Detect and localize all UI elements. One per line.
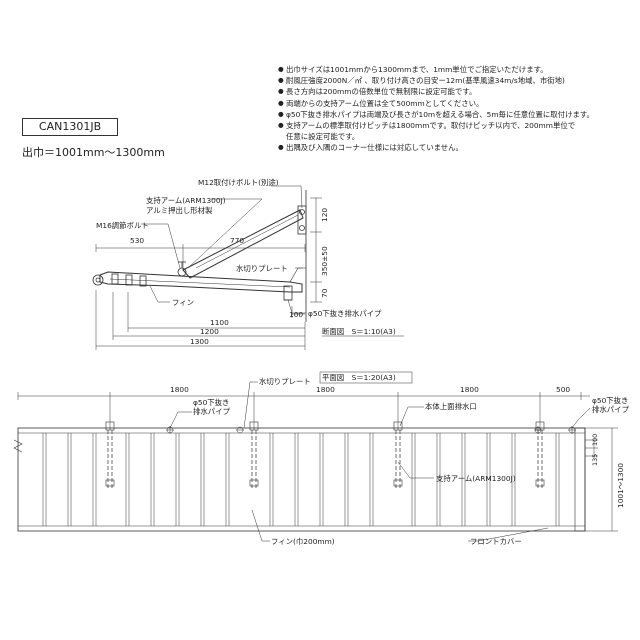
leader-plan-fin [251, 509, 270, 542]
note-item: 耐風圧強度2000N／㎡ 、取り付け高さの目安ー12m(基準風速34m/s地域、… [278, 75, 628, 86]
plan-dim-1800-a: 1800 [170, 385, 189, 394]
label-support-arm: 支持アーム(ARM1300J) [146, 196, 226, 205]
break-mark-left [13, 439, 23, 453]
label-fin: フィン [172, 298, 194, 307]
dim-1200: 1200 [200, 327, 219, 336]
fins [42, 433, 560, 526]
note-item: 出隅及び入隅のコーナー仕様には対応していません。 [278, 142, 628, 153]
leader-m12 [271, 185, 303, 209]
note-item: 両端からの支持アーム位置は全て500mmとしてください。 [278, 98, 628, 109]
section-title: 断面図 S＝1:10(A3) [322, 327, 396, 336]
drain-outlet-icons [166, 426, 576, 434]
note-item: 出巾サイズは1001mmから1300mmまで、1mm単位でご指定いただけます。 [278, 64, 628, 75]
plan-dim-100: 100 [591, 434, 599, 446]
leader-plan-arm [397, 461, 434, 479]
front-cover-end [92, 274, 104, 286]
label-drain-pipe: φ50下抜き排水パイプ [308, 309, 382, 318]
projection-range: 出巾＝1001mm～1300mm [22, 146, 165, 159]
label-m16-bolt: M16調節ボルト [96, 221, 149, 230]
dim-1100: 1100 [210, 318, 229, 327]
plan-label-fin: フィン(巾200mm) [271, 537, 335, 546]
leader-plan-cover [468, 527, 549, 542]
note-item: 支持アームの標準取付けピッチは1800mmです。取付けピッチ以内で、200mm単… [278, 120, 628, 131]
plan-label-body-outlet: 本体上面排水口 [425, 402, 477, 411]
section-view [92, 185, 322, 350]
note-item-continued: 任意に設定可能です。 [286, 132, 360, 142]
note-item: 長さ方向は200mmの倍数単位で無制限に設定可能です。 [278, 86, 628, 97]
plan-label-pipe-right-2: 排水パイプ [592, 405, 630, 414]
leader-m16 [141, 223, 181, 269]
dim-120: 120 [320, 208, 329, 222]
model-number-box: CAN1301JB [22, 118, 118, 136]
m12-bolt-icon [299, 209, 305, 215]
plan-label-support-arm: 支持アーム(ARM1300J) [436, 474, 516, 483]
label-m12-bolt: M12取付けボルト(別途) [198, 178, 279, 187]
dim-1300: 1300 [190, 337, 209, 346]
support-arms-hidden [107, 430, 543, 488]
plan-label-pipe-right-1: φ50下抜き [592, 396, 628, 405]
plan-dim-1800-b: 1800 [316, 385, 335, 394]
plan-label-front-cover: フロントカバー [470, 537, 522, 546]
drip-plate [289, 267, 306, 283]
plan-label-pipe-left-2: 排水パイプ [193, 407, 231, 416]
plan-label-pipe-left-1: φ50下抜き [193, 398, 229, 407]
canopy-body [99, 271, 303, 293]
plan-view [13, 381, 618, 542]
support-arm [182, 209, 304, 279]
leader-fin [149, 285, 170, 303]
leader-plan-drip [243, 381, 258, 429]
plan-dim-135: 135 [591, 454, 599, 466]
spec-notes: 出巾サイズは1001mmから1300mmまで、1mm単位でご指定いただけます。 … [278, 64, 628, 154]
plan-title: 平面図 S＝1:20(A3) [322, 373, 396, 382]
dim-70: 70 [320, 288, 329, 298]
note-item: φ50下抜き排水パイプは両端及び長さが10mを超える場合、5m毎に任意位置に取付… [278, 109, 628, 120]
dim-770: 770 [230, 236, 244, 245]
drain-pipe [283, 285, 293, 301]
label-arm-material: アルミ押出し形材製 [146, 206, 213, 215]
plan-label-drip-plate: 水切りプレート [259, 377, 311, 386]
plan-dim-width: 1001～1300 [616, 463, 625, 508]
dim-100: 100 [289, 310, 303, 319]
plan-dim-1800-c: 1800 [460, 385, 479, 394]
label-drip-plate: 水切りプレート [236, 264, 288, 273]
leader-arm [187, 198, 263, 269]
dim-350: 350±50 [320, 246, 329, 276]
dim-530: 530 [130, 236, 144, 245]
plan-title-box [319, 371, 413, 384]
plan-dim-500: 500 [556, 385, 570, 394]
